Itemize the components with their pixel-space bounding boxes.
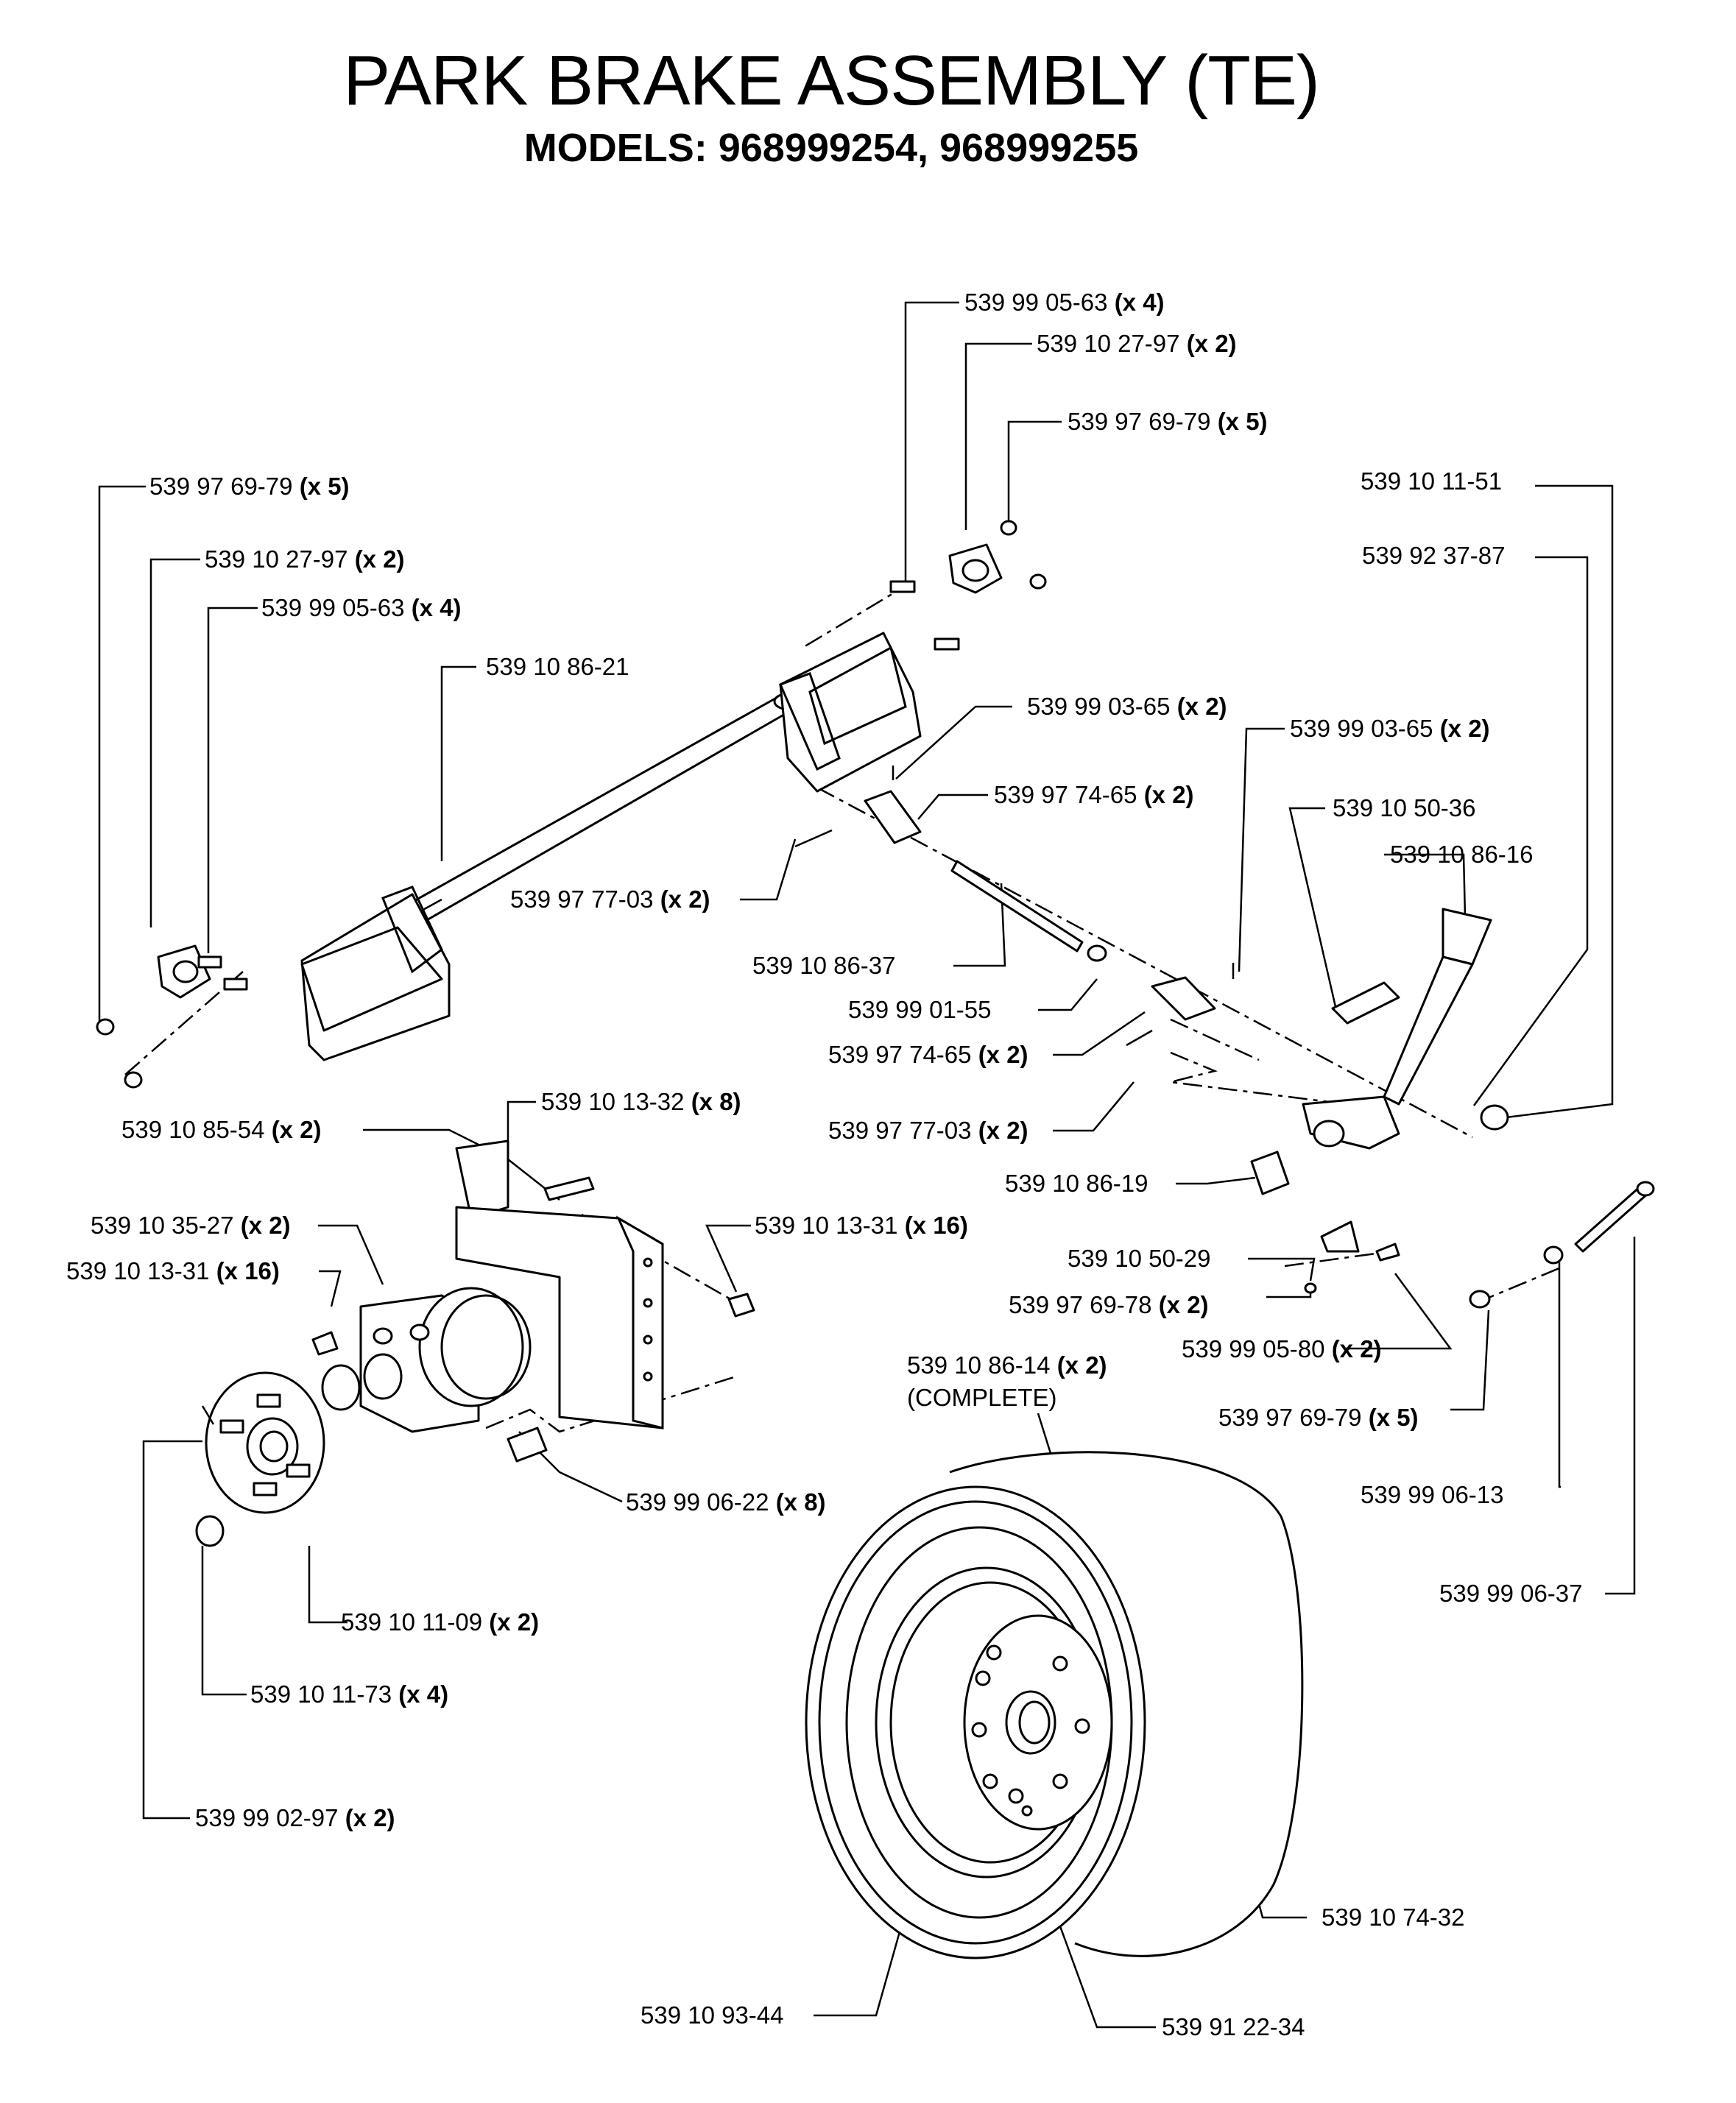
callout-label: 539 99 03-65 (x 2) <box>1290 715 1490 742</box>
callout-label: (COMPLETE) <box>907 1384 1057 1411</box>
callout-label: 539 10 86-21 <box>486 653 629 680</box>
callout-label: 539 10 50-29 <box>1068 1245 1211 1272</box>
callout-label: 539 92 37-87 <box>1362 542 1506 569</box>
wheel-bolt-kit <box>1304 1181 1655 1309</box>
callout-label: 539 10 86-16 <box>1390 841 1534 868</box>
callout-label: 539 10 27-97 (x 2) <box>1037 330 1237 357</box>
callout-labels: 539 99 05-63 (x 4) 539 10 27-97 (x 2) 53… <box>66 289 1583 2040</box>
wheel-hub <box>195 1371 325 1547</box>
models-subtitle: MODELS: 968999254, 968999255 <box>523 126 1139 170</box>
callout-label: 539 10 13-32 (x 8) <box>541 1088 741 1115</box>
callout-label: 539 99 06-37 <box>1439 1580 1583 1607</box>
callout-label: 539 97 69-79 (x 5) <box>1068 408 1268 435</box>
motor-mount-bracket <box>455 1139 755 1463</box>
callout-label: 539 10 93-44 <box>641 2001 784 2029</box>
tire-and-wheel <box>805 1451 1304 1959</box>
callout-label: 539 99 03-65 (x 2) <box>1027 693 1227 720</box>
callout-label: 539 97 74-65 (x 2) <box>828 1041 1028 1068</box>
callout-label: 539 97 69-79 (x 5) <box>149 473 350 500</box>
callout-label: 539 99 06-13 <box>1361 1481 1504 1508</box>
left-flange-bearing <box>96 944 248 1089</box>
callout-label: 539 99 05-63 (x 4) <box>964 289 1165 316</box>
diagram-title: PARK BRAKE ASSEMBLY (TE) <box>343 41 1320 120</box>
callout-label: 539 99 02-97 (x 2) <box>195 1804 395 1831</box>
callout-label: 539 10 86-19 <box>1005 1170 1148 1197</box>
callout-label: 539 97 69-79 (x 5) <box>1218 1404 1419 1431</box>
callout-label: 539 97 77-03 (x 2) <box>828 1117 1028 1144</box>
callout-label: 539 10 13-31 (x 16) <box>66 1257 280 1284</box>
left-shaft-bracket <box>300 886 451 1061</box>
right-shaft-bracket <box>778 632 922 793</box>
callout-label: 539 10 35-27 (x 2) <box>91 1212 291 1239</box>
callout-label: 539 99 06-22 (x 8) <box>626 1488 826 1516</box>
callout-label: 539 10 11-73 (x 4) <box>250 1680 448 1708</box>
callout-label: 539 10 86-14 (x 2) <box>907 1351 1107 1379</box>
callout-label: 539 10 85-54 (x 2) <box>121 1116 322 1143</box>
callout-label: 539 10 27-97 (x 2) <box>205 545 405 573</box>
callout-label: 539 10 50-36 <box>1333 794 1476 821</box>
callout-label: 539 10 11-51 <box>1361 467 1502 495</box>
callout-label: 539 97 74-65 (x 2) <box>994 781 1194 808</box>
callout-label: 539 10 74-32 <box>1322 1904 1465 1931</box>
callout-label: 539 99 01-55 <box>848 996 992 1023</box>
callout-label: 539 99 05-80 (x 2) <box>1182 1335 1382 1362</box>
hydraulic-motor <box>311 1287 532 1433</box>
callout-label: 539 91 22-34 <box>1162 2013 1305 2040</box>
callout-label: 539 10 11-09 (x 2) <box>341 1608 539 1636</box>
callout-label: 539 10 86-37 <box>752 952 896 979</box>
callout-label: 539 97 69-78 (x 2) <box>1009 1291 1209 1318</box>
right-flange-bearing <box>889 520 1047 651</box>
callout-label: 539 99 05-63 (x 4) <box>261 594 462 621</box>
callout-label: 539 97 77-03 (x 2) <box>510 886 710 913</box>
clevis-and-rod <box>794 766 1235 1047</box>
brake-pedal <box>1250 908 1509 1195</box>
callout-label: 539 10 13-31 (x 16) <box>755 1212 968 1239</box>
